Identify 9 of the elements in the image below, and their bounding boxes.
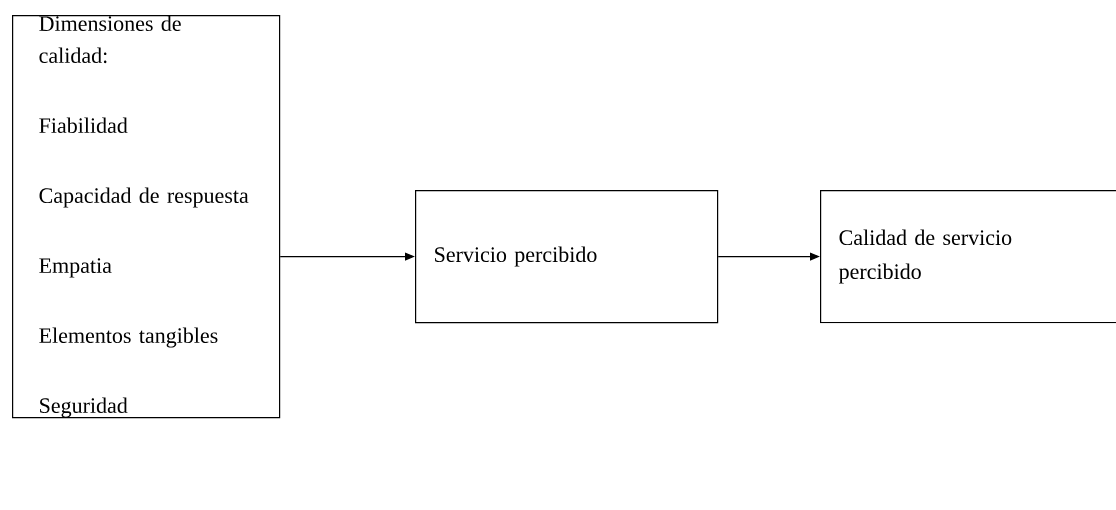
list-item: Elementos tangibles — [39, 327, 218, 348]
list-item: Fiabilidad — [39, 117, 128, 134]
list-item: Dimensiones de calidad: — [39, 15, 181, 64]
process-box: Calidad de servicio percibido — [820, 190, 1116, 324]
list-item: Empatia — [39, 258, 112, 278]
process-box: Servicio percibido — [415, 190, 719, 324]
list-item: Seguridad — [40, 397, 128, 418]
dimensions-box — [12, 15, 281, 419]
list-item: Capacidad de respuesta — [39, 187, 249, 208]
